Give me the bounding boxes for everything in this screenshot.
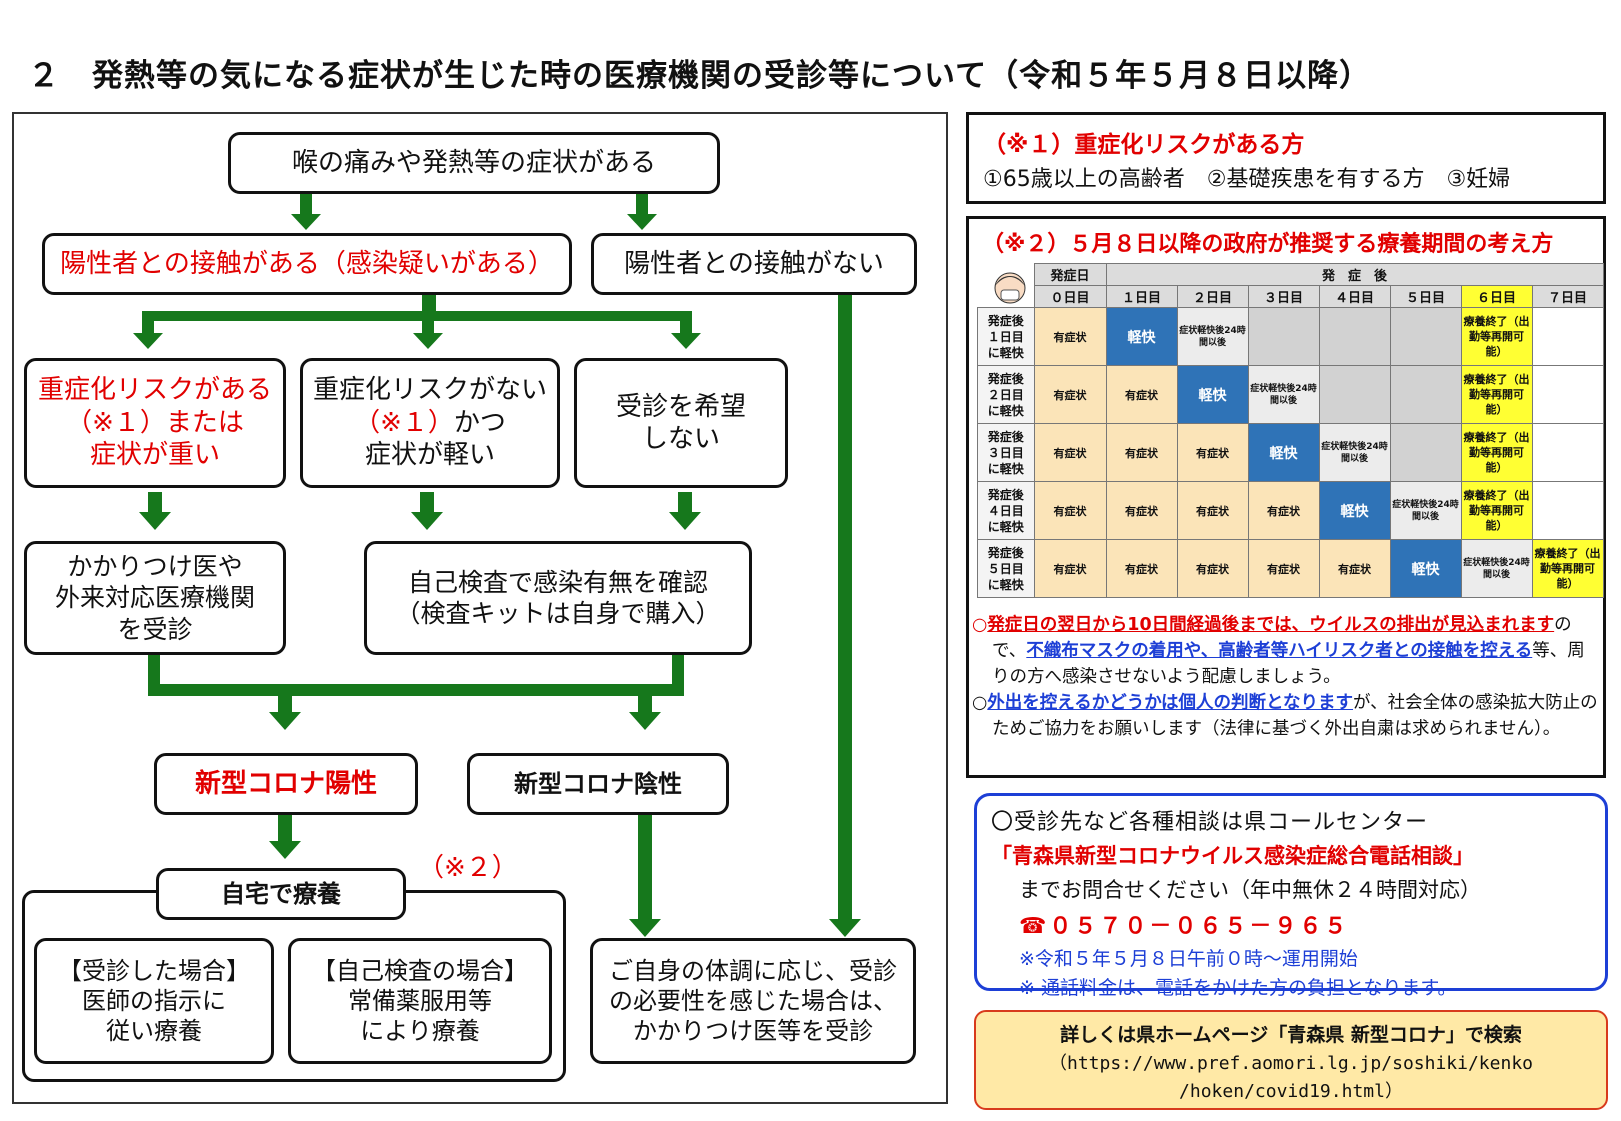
- callcenter-phone[interactable]: ☎０５７０－０６５－９６５: [1019, 914, 1350, 939]
- risk-low-note: （※１）: [354, 407, 454, 438]
- no-visit-line1: 受診を希望: [615, 391, 746, 422]
- contact-yes-box: 陽性者との接触がある（感染疑いがある）: [42, 233, 572, 295]
- care-period-table: 発症日 発 症 後 ０日目 １日目 ２日目 ３日目 ４日目 ５日目 ６日目 ７日…: [977, 263, 1604, 598]
- risk-low-line3: 症状が軽い: [364, 440, 495, 471]
- callcenter-name: 「青森県新型コロナウイルス感染症総合電話相談」: [991, 844, 1474, 868]
- no-visit-line2: しない: [641, 424, 720, 454]
- own-judgement-box: ご自身の体調に応じ、受診 の必要性を感じた場合は、 かかりつけ医等を受診: [590, 938, 916, 1064]
- self-case-line2: 常備薬服用等: [348, 987, 492, 1015]
- homepage-line1: 詳しくは県ホームページ「青森県 新型コロナ」で検索: [1060, 1024, 1522, 1046]
- day-header: ７日目: [1531, 285, 1604, 308]
- own-judgement-line3: かかりつけ医等を受診: [632, 1017, 874, 1045]
- homepage-url-2[interactable]: /hoken/covid19.html）: [1179, 1081, 1403, 1102]
- day-header: ６日目: [1460, 285, 1533, 308]
- symptom-text: 喉の痛みや発熱等の症状がある: [291, 147, 656, 178]
- day-header: ５日目: [1389, 285, 1462, 308]
- self-case-line3: により療養: [360, 1017, 480, 1045]
- day-header: ０日目: [1033, 285, 1107, 308]
- self-case-box: 【自己検査の場合】 常備薬服用等 により療養: [288, 938, 552, 1064]
- care-period-box: [966, 216, 1606, 778]
- self-test-line2: （検査キットは自身で購入）: [395, 599, 721, 628]
- homepage-box: 詳しくは県ホームページ「青森県 新型コロナ」で検索 （https://www.p…: [974, 1010, 1608, 1110]
- callcenter-line1: 〇受診先など各種相談は県コールセンター: [991, 810, 1429, 835]
- own-judgement-line2: の必要性を感じた場合は、: [609, 987, 897, 1015]
- visited-box: 【受診した場合】 医師の指示に 従い療養: [34, 938, 274, 1064]
- callcenter-line5: ※令和５年５月８日午前０時～運用開始: [1019, 948, 1358, 970]
- risk-definition-items: ①65歳以上の高齢者 ②基礎疾患を有する方 ③妊婦: [983, 167, 1511, 192]
- onset-header: 発症日: [1033, 263, 1107, 286]
- home-care-box: 自宅で療養: [156, 868, 406, 920]
- flowchart-frame: [12, 112, 948, 1104]
- own-judgement-line1: ご自身の体調に応じ、受診: [609, 957, 897, 985]
- page-title: ２ 発熱等の気になる症状が生じた時の医療機関の受診等について（令和５年５月８日以…: [28, 58, 1372, 94]
- risk-low-line1: 重症化リスクがない: [312, 375, 547, 406]
- table-corner: [978, 264, 1035, 308]
- day-header: ２日目: [1176, 285, 1249, 308]
- visited-line2: 医師の指示に: [82, 987, 226, 1015]
- callcenter-line3: までお問合せください（年中無休２４時間対応）: [1019, 878, 1481, 902]
- no-visit-box: 受診を希望 しない: [574, 358, 788, 488]
- care-notes: ○発症日の翌日から10日間経過後までは、ウイルスの排出が見込まれますので、不織布…: [972, 612, 1600, 742]
- self-test-line1: 自己検査で感染有無を確認: [407, 567, 708, 597]
- family-doctor-line1: かかりつけ医や: [67, 552, 243, 582]
- positive-box: 新型コロナ陽性: [154, 753, 418, 815]
- visited-line1: 【受診した場合】: [58, 957, 250, 985]
- callcenter-line6: ※ 通話料金は、電話をかけた方の負担となります。: [1019, 977, 1457, 999]
- risk-low-box: 重症化リスクがない （※１）かつ 症状が軽い: [300, 358, 560, 488]
- contact-no-text: 陽性者との接触がない: [624, 248, 884, 279]
- self-test-box: 自己検査で感染有無を確認 （検査キットは自身で購入）: [364, 541, 752, 655]
- after-onset-header: 発 症 後: [1105, 263, 1604, 286]
- risk-high-line1: 重症化リスクがある: [37, 375, 272, 406]
- family-doctor-box: かかりつけ医や 外来対応医療機関 を受診: [24, 541, 286, 655]
- symptom-box: 喉の痛みや発熱等の症状がある: [228, 132, 720, 194]
- homepage-url-1[interactable]: （https://www.pref.aomori.lg.jp/soshiki/k…: [1049, 1053, 1533, 1074]
- care-note-1: ○発症日の翌日から10日間経過後までは、ウイルスの排出が見込まれますので、不織布…: [972, 615, 1585, 687]
- negative-text: 新型コロナ陰性: [514, 770, 682, 798]
- family-doctor-line2: 外来対応医療機関: [54, 583, 255, 613]
- care-note-2: ○外出を控えるかどうかは個人の判断となりますが、社会全体の感染拡大防止のためご協…: [972, 693, 1598, 739]
- risk-definition-box: （※１）重症化リスクがある方 ①65歳以上の高齢者 ②基礎疾患を有する方 ③妊婦: [966, 112, 1606, 204]
- day-header: ４日目: [1318, 285, 1391, 308]
- callcenter-box: 〇受診先など各種相談は県コールセンター 「青森県新型コロナウイルス感染症総合電話…: [974, 793, 1608, 999]
- care-period-heading: （※２）５月８日以降の政府が推奨する療養期間の考え方: [982, 232, 1554, 257]
- visited-line3: 従い療養: [106, 1017, 202, 1045]
- family-doctor-line3: を受診: [117, 614, 193, 644]
- contact-yes-text: 陽性者との接触がある（感染疑いがある）: [60, 248, 554, 279]
- day-header: １日目: [1105, 285, 1178, 308]
- home-care-text: 自宅で療養: [221, 880, 341, 908]
- risk-high-line3: 症状が重い: [89, 440, 220, 471]
- risk-low-and: かつ: [453, 407, 506, 438]
- risk-definition-heading: （※１）重症化リスクがある方: [983, 132, 1305, 158]
- self-case-line1: 【自己検査の場合】: [312, 957, 528, 985]
- contact-no-box: 陽性者との接触がない: [591, 233, 917, 295]
- day-header: ３日目: [1247, 285, 1320, 308]
- risk-high-line2: （※１）または: [66, 407, 244, 438]
- positive-text: 新型コロナ陽性: [194, 768, 377, 799]
- risk-high-box: 重症化リスクがある （※１）または 症状が重い: [24, 358, 286, 488]
- care-note-ref: （※２）: [418, 853, 518, 883]
- negative-box: 新型コロナ陰性: [467, 753, 729, 815]
